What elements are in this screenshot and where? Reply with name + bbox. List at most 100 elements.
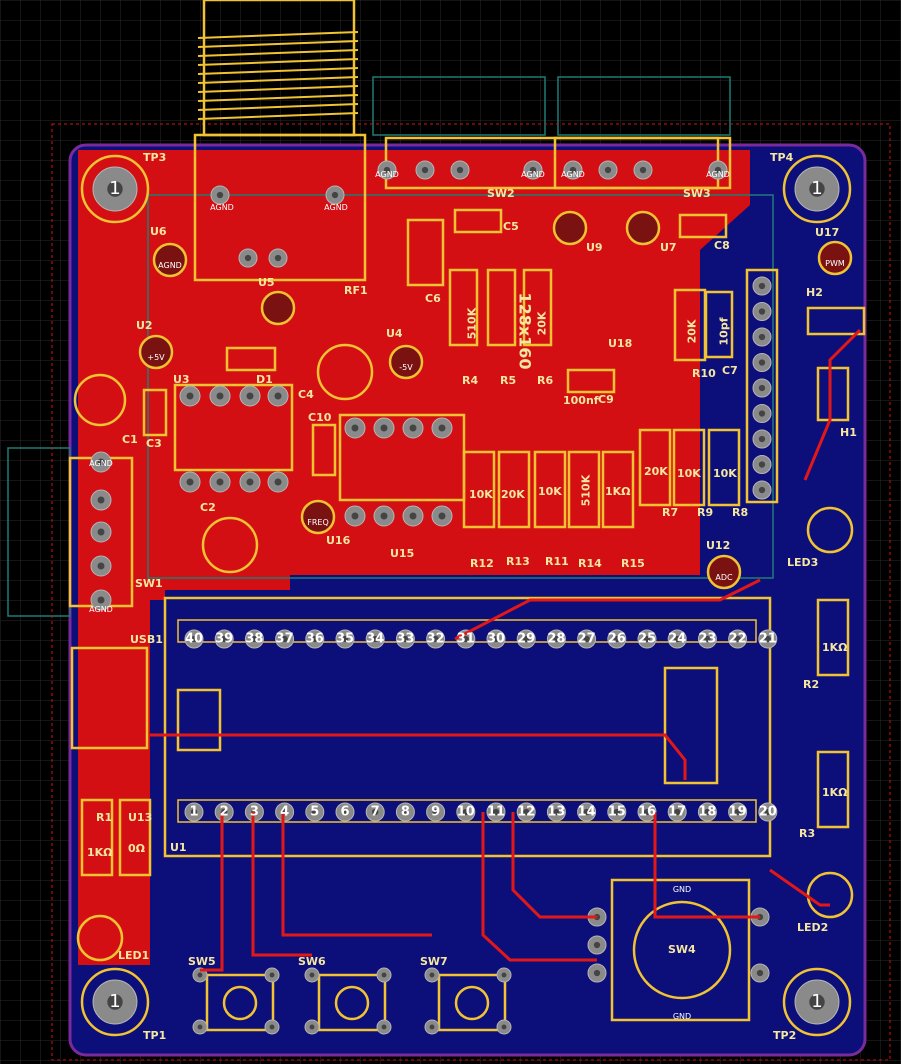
label-u7: U7 <box>660 241 677 254</box>
sw4-pad-4-drill <box>756 969 764 977</box>
u1-bottom-pin-5: 5 <box>310 804 320 820</box>
testpoint-pad-3-drill <box>809 994 825 1010</box>
u1-bottom-pin-2: 2 <box>219 804 229 820</box>
u1-bot-pin-9-drill <box>462 808 469 816</box>
u6-pin-label: AGND <box>158 261 182 270</box>
tact-pad-2-3-drill <box>501 1024 507 1030</box>
u17-ring <box>817 240 853 276</box>
value-r7: 20K <box>644 465 668 478</box>
r11-body <box>533 450 567 529</box>
right-header-pin-2-drill <box>758 333 766 341</box>
sw1-agnd-top: AGND <box>89 459 113 468</box>
label-r13: R13 <box>506 555 530 568</box>
trace-sw4-a <box>481 812 597 962</box>
right-header-outline <box>745 268 779 504</box>
label-h1: H1 <box>840 426 857 439</box>
u4-ring <box>388 344 424 380</box>
rf1-coil-1 <box>197 40 359 48</box>
u15-pad-top-1-drill <box>380 424 388 432</box>
sw1-pad-3-drill <box>97 562 105 570</box>
label-u18: U18 <box>608 337 633 350</box>
u1-top-pin-23: 23 <box>698 631 717 647</box>
rf1-coil-0 <box>197 31 359 39</box>
u1-top-pin-27: 27 <box>577 631 596 647</box>
tp3-pad-label: 1 <box>109 178 121 199</box>
label-sw6: SW6 <box>298 955 326 968</box>
u1-top-pin-39: 39 <box>215 631 234 647</box>
tact-pad-2-1-drill <box>501 972 507 978</box>
label-c8: C8 <box>714 239 730 252</box>
value-r1: 1KΩ <box>87 846 113 859</box>
fab-outline-main <box>147 194 774 579</box>
u1-top-pin-13-drill <box>583 635 590 643</box>
u3-pad-top-3-drill <box>274 392 282 400</box>
tact-pad-1-2-drill <box>309 1024 315 1030</box>
u1-bottom-pin-4: 4 <box>280 804 290 820</box>
u1-bot-pin-12-drill <box>553 808 560 816</box>
label-r12: R12 <box>470 557 494 570</box>
led1-ring <box>76 914 124 962</box>
u1-top-pin-30: 30 <box>486 631 506 647</box>
sw3-pad-3-drill <box>714 166 722 174</box>
label-tp2: TP2 <box>773 1029 797 1042</box>
label-led1: LED1 <box>118 949 150 962</box>
value-u13: 0Ω <box>128 842 146 855</box>
rf1-coil-9 <box>197 112 359 120</box>
u1-top-pin-6-drill <box>372 635 379 643</box>
r15-body <box>601 450 635 529</box>
trace-h1 <box>803 328 862 481</box>
r5-body <box>486 268 517 347</box>
u1-top-pin-14-drill <box>613 635 620 643</box>
label-c7: C7 <box>722 364 738 377</box>
tact-switch-outline-0 <box>205 973 275 1032</box>
u1-top-pin-17-drill <box>704 635 711 643</box>
c2-ring <box>201 516 259 574</box>
sw2-pad-2-drill <box>456 166 464 174</box>
label-c10: C10 <box>308 411 332 424</box>
u1-top-pin-2-drill <box>251 635 258 643</box>
rf1-agnd-right: AGND <box>324 203 348 212</box>
label-c9: C9 <box>598 393 614 406</box>
led3-ring <box>806 506 854 554</box>
right-header-pin-1-drill <box>758 308 766 315</box>
u3-pad-bot-0-drill <box>186 478 194 486</box>
right-header-pin-3-drill <box>758 359 766 366</box>
u17-pin-label: PWM <box>825 259 845 268</box>
value-r2: 1KΩ <box>822 641 848 654</box>
tact-pad-1-0-drill <box>309 972 315 978</box>
u1-connector <box>176 688 222 752</box>
u1-top-pin-4-drill <box>311 635 318 643</box>
u1-top-pin-3-drill <box>281 635 288 643</box>
r7-body <box>638 428 672 507</box>
tp4-pad-label: 1 <box>811 178 823 199</box>
r13-body <box>497 450 531 529</box>
u1-bottom-pin-11: 11 <box>486 804 506 820</box>
label-tp3: TP3 <box>143 151 167 164</box>
tact-switch-button-0 <box>222 985 258 1021</box>
u1-bottom-pin-6: 6 <box>340 804 350 820</box>
label-r4: R4 <box>462 374 479 387</box>
u1-top-pin-29: 29 <box>517 631 536 647</box>
u1-bottom-pin-15: 15 <box>607 804 626 820</box>
u1-bottom-pin-10: 10 <box>456 804 475 820</box>
testpoint-ring-1 <box>782 154 852 224</box>
u1-bottom-pin-19: 19 <box>728 804 747 820</box>
label-u1: U1 <box>170 841 187 854</box>
u15-pad-bot-2-drill <box>409 512 417 520</box>
u1-bottom-pin-14: 14 <box>577 804 596 820</box>
u1-top-pin-22: 22 <box>728 631 747 647</box>
u1-top-pin-37: 37 <box>275 631 294 647</box>
tact-switch-outline-2 <box>437 973 507 1032</box>
trace-sw4-b <box>511 812 597 919</box>
u1-top-pin-21: 21 <box>758 631 777 647</box>
usb1-outline <box>70 646 149 750</box>
u1-bottom-pin-8: 8 <box>400 804 410 820</box>
testpoint-pad-1-drill <box>809 181 825 197</box>
u16-pin-label: FREQ <box>307 518 329 527</box>
rf1-coil-3 <box>197 58 359 66</box>
label-u6: U6 <box>150 225 167 238</box>
u1-top-pin-10-drill <box>492 635 500 643</box>
sw4-pad-2-drill <box>593 969 601 977</box>
label-r8: R8 <box>732 506 749 519</box>
